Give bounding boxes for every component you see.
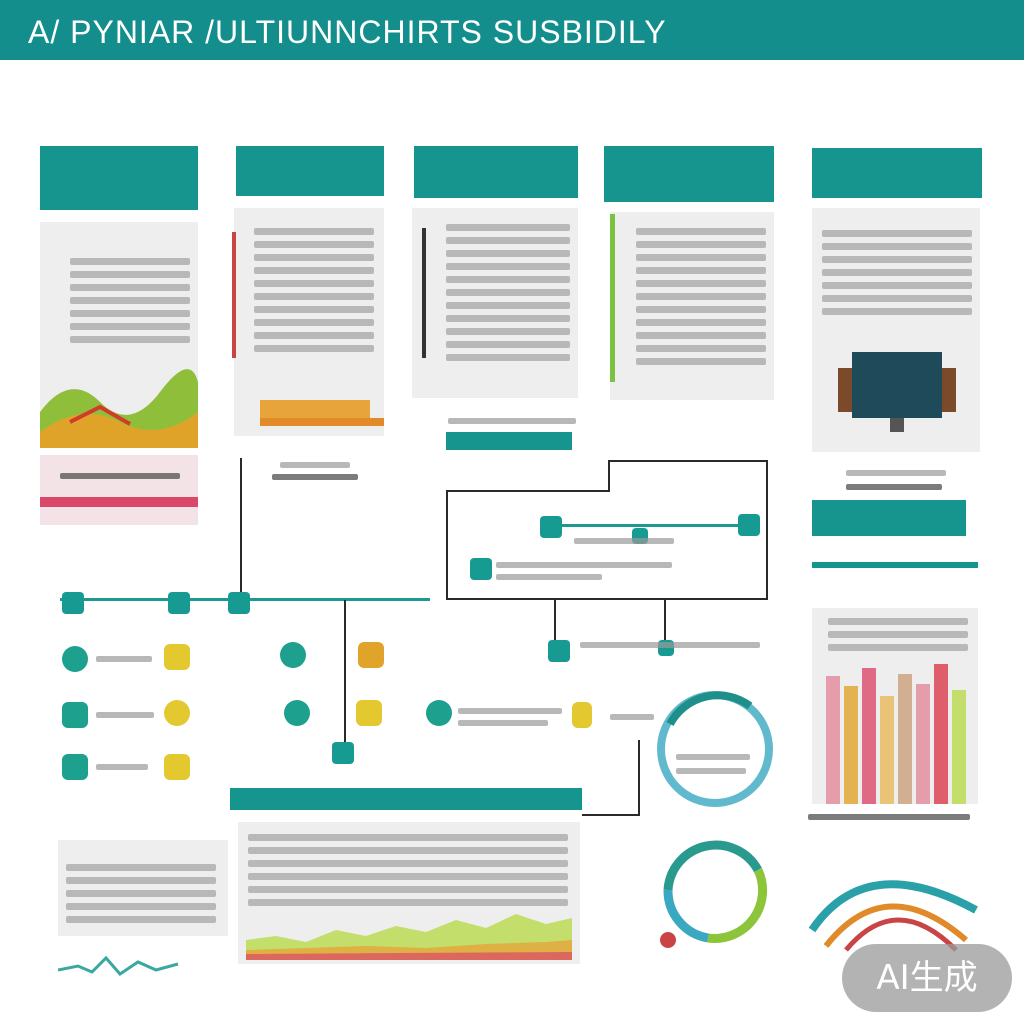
card-3-panel [412, 208, 578, 398]
ai-generated-badge-label: AI生成 [876, 958, 978, 998]
bar-graphic-panel [812, 608, 978, 804]
ai-generated-badge [842, 944, 1012, 1012]
vertical-label-3 [422, 228, 442, 358]
timeline-node [548, 640, 570, 662]
timeline-node [540, 516, 562, 538]
timeline-node [168, 592, 190, 614]
report-panel [238, 822, 580, 964]
page-title: A/ PYNIAR /ULTIUNNCHIRTS SUSBIDILY [28, 14, 667, 50]
card-2-panel [234, 208, 384, 436]
card-5-title-bar [812, 148, 982, 198]
timeline-node [738, 514, 760, 536]
card-3-title-bar [414, 146, 578, 198]
card-5-caption-bar [812, 500, 966, 536]
card-4-panel [610, 212, 774, 400]
wave-graphic [808, 880, 978, 952]
category-icon [284, 700, 310, 726]
vertical-label-2 [232, 232, 252, 358]
card-1-title-bar [40, 146, 198, 210]
category-icon [62, 754, 88, 780]
category-icon [280, 642, 306, 668]
category-icon [356, 700, 382, 726]
card-3-caption-bar [446, 432, 572, 450]
category-icon [164, 644, 190, 670]
category-icon [164, 700, 190, 726]
cycle-diagram [660, 840, 768, 948]
area-graphic [246, 914, 572, 960]
category-icon [358, 642, 384, 668]
category-icon [164, 754, 190, 780]
card-1-footer [40, 455, 198, 525]
card-1-panel [40, 222, 198, 448]
sparkline-graphic [58, 955, 179, 976]
cycle-diagram [657, 691, 773, 807]
timeline-node [332, 742, 354, 764]
card-2-title-bar [236, 146, 384, 196]
monitor-illustration [838, 352, 956, 432]
landscape-illustration [40, 369, 198, 448]
category-icon [62, 646, 88, 672]
card-5-panel [812, 208, 980, 452]
timeline-node [228, 592, 250, 614]
card-4-title-bar [604, 146, 774, 202]
section-header-bar [230, 788, 582, 810]
building-silhouette [260, 400, 370, 420]
timeline-node [470, 558, 492, 580]
timeline-node [62, 592, 84, 614]
category-icon [62, 702, 88, 728]
category-icon [572, 702, 592, 728]
note-panel [58, 840, 228, 936]
category-icon [426, 700, 452, 726]
vertical-label-4 [610, 214, 633, 382]
header-bar [0, 0, 1024, 60]
